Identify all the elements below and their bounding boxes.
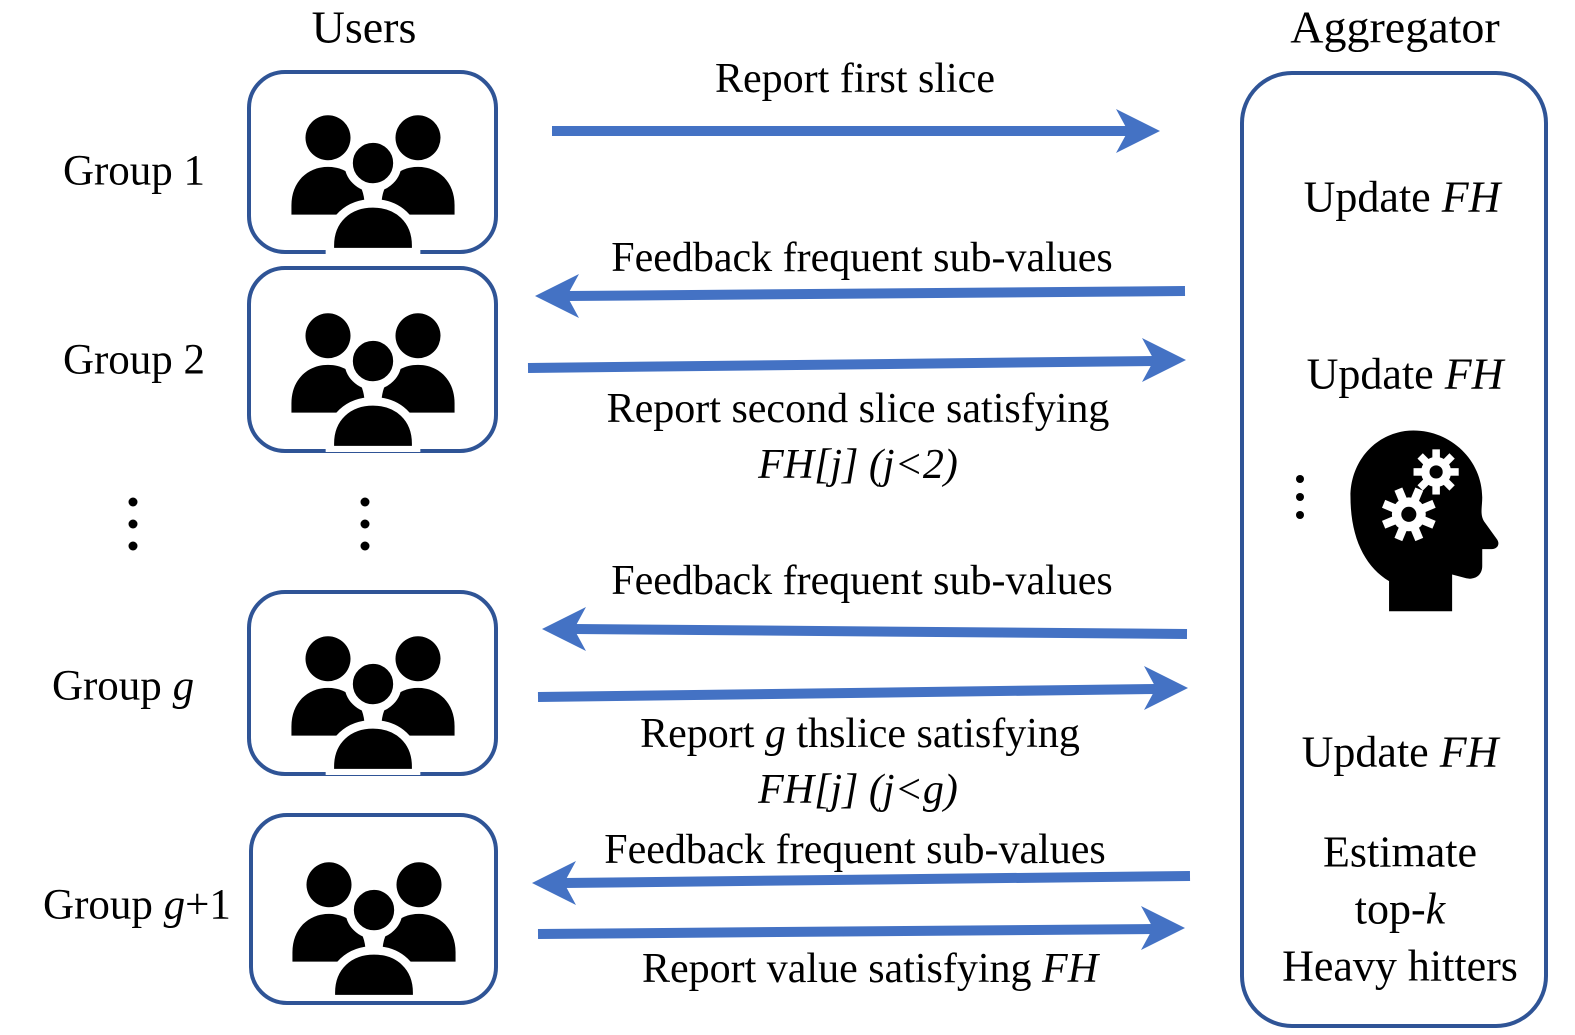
arrow-report-value xyxy=(537,906,1185,950)
arrow-report-first-slice xyxy=(552,109,1160,153)
people-group-icon xyxy=(279,625,467,775)
estimate-line: Estimate xyxy=(1323,827,1477,877)
group-2-label: Group 2 xyxy=(62,336,206,384)
vertical-ellipsis-icon xyxy=(360,497,370,551)
head-with-gears-icon xyxy=(1350,430,1499,612)
message-report-first-slice: Report first slice xyxy=(715,56,995,102)
people-group-icon xyxy=(279,302,467,452)
estimate-heavy-hitters-line: Heavy hitters xyxy=(1282,941,1518,991)
group-g1-label: Group g+1 xyxy=(43,881,231,929)
update-fh-label-3: Update FH xyxy=(1301,727,1499,777)
message-feedback-2: Feedback frequent sub-values xyxy=(611,558,1113,604)
people-group-icon xyxy=(279,104,467,254)
group-1-label: Group 1 xyxy=(62,147,206,195)
message-report-value: Report value satisfying FH xyxy=(641,946,1099,992)
users-column-title: Users xyxy=(311,1,417,53)
gear-icon xyxy=(1413,449,1459,495)
group-g1-box xyxy=(249,813,498,1005)
group-1-box xyxy=(247,70,498,254)
message-feedback-3: Feedback frequent sub-values xyxy=(604,827,1106,873)
message-feedback-1: Feedback frequent sub-values xyxy=(611,235,1113,281)
update-fh-label-1: Update FH xyxy=(1303,172,1501,222)
people-group-icon xyxy=(280,851,468,1001)
vertical-ellipsis-icon xyxy=(128,497,138,551)
arrow-feedback-2 xyxy=(542,607,1188,651)
aggregator-column-title: Aggregator xyxy=(1290,1,1500,53)
group-2-box xyxy=(247,266,498,453)
update-fh-label-2: Update FH xyxy=(1306,349,1504,399)
message-report-gth-slice-condition: FH[j] (j<g) xyxy=(758,767,958,813)
arrow-report-gth-slice xyxy=(537,666,1188,710)
estimate-topk-line: top-k xyxy=(1354,884,1446,934)
message-report-gth-slice: Report g thslice satisfying xyxy=(640,711,1080,757)
vertical-ellipsis-icon xyxy=(1296,475,1304,519)
message-report-second-slice-condition: FH[j] (j<2) xyxy=(758,442,958,488)
message-report-second-slice: Report second slice satisfying xyxy=(606,386,1110,432)
arrow-report-second-slice xyxy=(527,338,1186,382)
gear-icon xyxy=(1381,487,1436,542)
group-g-box xyxy=(247,590,498,776)
group-g-label: Group g xyxy=(51,662,195,710)
